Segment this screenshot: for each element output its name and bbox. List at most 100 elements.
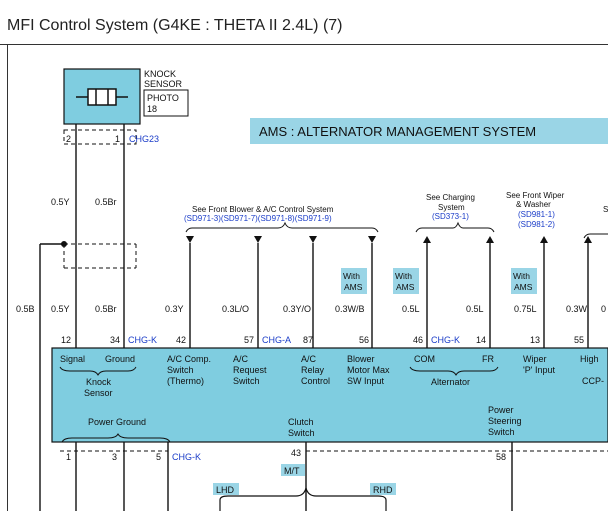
svg-text:With: With — [343, 271, 360, 281]
arrow-up-13 — [540, 236, 548, 243]
wire-05l-b: 0.5L — [466, 304, 484, 314]
page-title: MFI Control System (G4KE : THETA II 2.4L… — [7, 17, 343, 34]
ref-charging-2: System — [438, 203, 465, 212]
pin-1b: 1 — [66, 452, 71, 462]
pin-56: 56 — [359, 335, 369, 345]
arrow-up-cut — [584, 236, 592, 243]
pin-87: 87 — [303, 335, 313, 345]
conn-chga: CHG-A — [262, 335, 291, 345]
frame-left-border — [7, 44, 8, 511]
label-blower-3: SW Input — [347, 376, 385, 386]
label-ac-req-3: Switch — [233, 376, 260, 386]
wire-03wb: 0.3W/B — [335, 304, 365, 314]
label-ps-2: Steering — [488, 416, 522, 426]
label-ac-comp-1: A/C Comp. — [167, 354, 211, 364]
label-ac-relay-1: A/C — [301, 354, 317, 364]
conn-chgk-2: CHG-K — [431, 335, 460, 345]
knock-sensor-label-2: SENSOR — [144, 79, 183, 89]
conn-chgk-1: CHG-K — [128, 335, 157, 345]
ref-wiper-code1: (SD981-1) — [518, 210, 555, 219]
pin-57: 57 — [244, 335, 254, 345]
wire-0-cut: 0 — [601, 304, 606, 314]
label-wiper-1: Wiper — [523, 354, 547, 364]
ecm-block — [51, 347, 608, 443]
chg23-connector — [63, 129, 137, 145]
ref-wiper-code2: (SD981-2) — [518, 220, 555, 229]
svg-text:AMS: AMS — [514, 282, 533, 292]
with-ams-tag-2: With AMS — [393, 268, 419, 294]
knock-sensor-label-1: KNOCK — [144, 69, 176, 79]
title-bar: MFI Control System (G4KE : THETA II 2.4L… — [0, 0, 608, 45]
label-ps-1: Power — [488, 405, 514, 415]
mt-tag — [281, 464, 305, 476]
ref-blower-codes: (SD971-3)(SD971-7)(SD971-8)(SD971-9) — [184, 214, 332, 223]
label-alternator: Alternator — [431, 377, 470, 387]
photo-label: PHOTO — [147, 93, 179, 103]
wire-05br: 0.5Br — [95, 304, 117, 314]
pin-55: 55 — [574, 335, 584, 345]
wire-05b: 0.5B — [16, 304, 35, 314]
ams-banner — [250, 118, 608, 144]
arrow-up-14 — [486, 236, 494, 243]
wire-03yo: 0.3Y/O — [283, 304, 311, 314]
label-ac-req-1: A/C — [233, 354, 249, 364]
label-blower-1: Blower — [347, 354, 375, 364]
ams-banner-text: AMS : ALTERNATOR MANAGEMENT SYSTEM — [259, 124, 536, 139]
label-sensor: Sensor — [84, 388, 113, 398]
label-ac-comp-3: (Thermo) — [167, 376, 204, 386]
label-blower-2: Motor Max — [347, 365, 390, 375]
photo-tag — [143, 89, 189, 117]
label-power-ground: Power Ground — [88, 417, 146, 427]
wire-05br-top: 0.5Br — [95, 197, 117, 207]
rhd-tag — [370, 483, 396, 495]
label-ccp: CCP- — [582, 376, 604, 386]
pin-13: 13 — [530, 335, 540, 345]
arrow-down-57 — [254, 236, 262, 243]
label-clutch-1: Clutch — [288, 417, 314, 427]
ref-charging-code: (SD373-1) — [432, 212, 469, 221]
label-ground: Ground — [105, 354, 135, 364]
with-ams-tag-3: With AMS — [511, 268, 537, 294]
ref-cut-s: S — [603, 205, 608, 214]
label-signal: Signal — [60, 354, 85, 364]
label-ac-comp-2: Switch — [167, 365, 194, 375]
label-com: COM — [414, 354, 435, 364]
lhd-tag — [213, 483, 239, 495]
svg-text:With: With — [395, 271, 412, 281]
rhd-tag-text: RHD — [373, 485, 393, 495]
label-high: High — [580, 354, 599, 364]
pin-12: 12 — [61, 335, 71, 345]
pin-5b: 5 — [156, 452, 161, 462]
arrow-down-42 — [186, 236, 194, 243]
pin-43: 43 — [291, 448, 301, 458]
wire-05y-top: 0.5Y — [51, 197, 70, 207]
svg-text:AMS: AMS — [344, 282, 363, 292]
wire-03lo: 0.3L/O — [222, 304, 249, 314]
arrow-down-87 — [309, 236, 317, 243]
label-fr: FR — [482, 354, 494, 364]
connector-chg23: CHG23 — [129, 134, 159, 144]
label-ac-req-2: Request — [233, 365, 267, 375]
with-ams-tag-1: With AMS — [341, 268, 367, 294]
pin-46: 46 — [413, 335, 423, 345]
ref-wiper-1: See Front Wiper — [506, 191, 565, 200]
svg-text:AMS: AMS — [396, 282, 415, 292]
pin-58: 58 — [496, 452, 506, 462]
ref-charging-1: See Charging — [426, 193, 475, 202]
arrow-down-56 — [368, 236, 376, 243]
conn-chgk-3: CHG-K — [172, 452, 201, 462]
wire-05y: 0.5Y — [51, 304, 70, 314]
label-clutch-2: Switch — [288, 428, 315, 438]
label-ac-relay-3: Control — [301, 376, 330, 386]
label-ac-relay-2: Relay — [301, 365, 325, 375]
wire-03w: 0.3W — [566, 304, 588, 314]
arrow-up-46 — [423, 236, 431, 243]
lhd-tag-text: LHD — [216, 485, 235, 495]
label-wiper-2: 'P' Input — [523, 365, 555, 375]
label-knock: Knock — [86, 377, 112, 387]
photo-number: 18 — [147, 104, 157, 114]
ref-wiper-2: & Washer — [516, 200, 551, 209]
pin-42: 42 — [176, 335, 186, 345]
ref-blower-title: See Front Blower & A/C Control System — [192, 205, 334, 214]
